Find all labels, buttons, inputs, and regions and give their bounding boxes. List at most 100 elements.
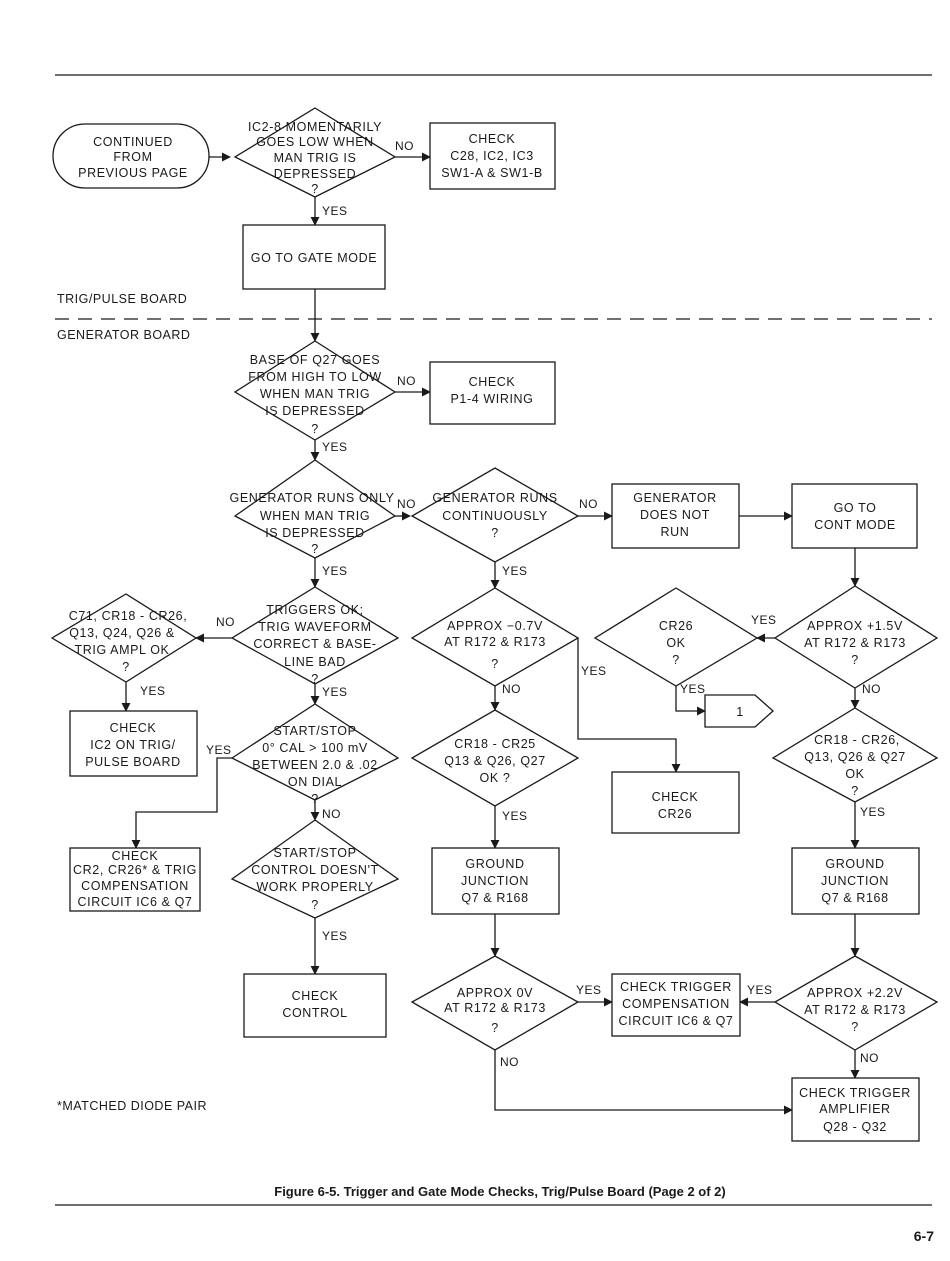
svg-text:CR2, CR26* & TRIG: CR2, CR26* & TRIG bbox=[73, 863, 197, 877]
svg-text:FROM HIGH TO LOW: FROM HIGH TO LOW bbox=[248, 370, 381, 384]
decision-approx-0v: APPROX 0V AT R172 & R173 ? bbox=[410, 955, 580, 1051]
decision-generator-runs-only: GENERATOR RUNS ONLY WHEN MAN TRIG IS DEP… bbox=[230, 459, 397, 559]
svg-text:?: ? bbox=[311, 898, 319, 912]
label-yes: YES bbox=[322, 564, 348, 578]
svg-text:AT R172 & R173: AT R172 & R173 bbox=[444, 1001, 546, 1015]
decision-start-stop-0-cal: START/STOP 0° CAL > 100 mV BETWEEN 2.0 &… bbox=[230, 703, 400, 806]
svg-text:Q7 & R168: Q7 & R168 bbox=[461, 891, 528, 905]
label-no: NO bbox=[397, 497, 416, 511]
box-check-p1-4-wiring: CHECK P1-4 WIRING bbox=[429, 361, 556, 425]
svg-text:CHECK: CHECK bbox=[469, 375, 516, 389]
box-go-to-cont-mode: GO TO CONT MODE bbox=[791, 483, 918, 549]
label-no: NO bbox=[579, 497, 598, 511]
svg-text:CHECK TRIGGER: CHECK TRIGGER bbox=[799, 1086, 911, 1100]
svg-text:C28, IC2, IC3: C28, IC2, IC3 bbox=[450, 149, 534, 163]
svg-text:TRIGGERS OK;: TRIGGERS OK; bbox=[266, 603, 364, 617]
svg-text:CR26: CR26 bbox=[658, 807, 692, 821]
svg-text:CORRECT & BASE-: CORRECT & BASE- bbox=[253, 637, 376, 651]
svg-text:CHECK: CHECK bbox=[110, 721, 157, 735]
svg-text:IC2 ON TRIG/: IC2 ON TRIG/ bbox=[90, 738, 175, 752]
label-no: NO bbox=[862, 682, 881, 696]
box-generator-does-not-run: GENERATOR DOES NOT RUN bbox=[611, 483, 740, 549]
label-no: NO bbox=[397, 374, 416, 388]
svg-text:APPROX −0.7V: APPROX −0.7V bbox=[447, 619, 543, 633]
svg-text:OK: OK bbox=[845, 767, 864, 781]
label-yes: YES bbox=[322, 204, 348, 218]
svg-text:COMPENSATION: COMPENSATION bbox=[622, 997, 730, 1011]
decision-approx-minus-0-7v: APPROX −0.7V AT R172 & R173 ? bbox=[410, 587, 580, 687]
label-no: NO bbox=[216, 615, 235, 629]
svg-text:?: ? bbox=[491, 526, 499, 540]
svg-text:Q13, Q24, Q26 &: Q13, Q24, Q26 & bbox=[69, 626, 175, 640]
svg-text:COMPENSATION: COMPENSATION bbox=[81, 879, 189, 893]
label-yes: YES bbox=[206, 743, 232, 757]
svg-text:WORK PROPERLY: WORK PROPERLY bbox=[256, 880, 373, 894]
svg-text:?: ? bbox=[311, 672, 319, 686]
svg-text:SW1-A & SW1-B: SW1-A & SW1-B bbox=[441, 166, 543, 180]
region-generator-board: GENERATOR BOARD bbox=[57, 328, 190, 342]
svg-text:GOES LOW WHEN: GOES LOW WHEN bbox=[256, 135, 374, 149]
label-yes: YES bbox=[502, 564, 528, 578]
box-check-cr2-cr26-trig-compensation: CHECK CR2, CR26* & TRIG COMPENSATION CIR… bbox=[69, 847, 201, 912]
svg-text:C71, CR18 - CR26,: C71, CR18 - CR26, bbox=[69, 609, 188, 623]
svg-text:CONT MODE: CONT MODE bbox=[814, 518, 896, 532]
svg-text:WHEN MAN TRIG: WHEN MAN TRIG bbox=[260, 387, 370, 401]
decision-generator-runs-continuously: GENERATOR RUNS CONTINUOUSLY ? bbox=[410, 467, 580, 563]
svg-text:GROUND: GROUND bbox=[825, 857, 884, 871]
svg-text:APPROX +2.2V: APPROX +2.2V bbox=[807, 986, 903, 1000]
svg-text:GO TO: GO TO bbox=[834, 501, 877, 515]
decision-cr18-cr25-q13: CR18 - CR25 Q13 & Q26, Q27 OK ? bbox=[410, 709, 580, 807]
decision-cr18-cr26-q13-q26-q27: CR18 - CR26, Q13, Q26 & Q27 OK ? bbox=[771, 707, 939, 803]
svg-text:?: ? bbox=[851, 784, 859, 798]
svg-text:P1-4 WIRING: P1-4 WIRING bbox=[451, 392, 534, 406]
svg-text:Q13 & Q26, Q27: Q13 & Q26, Q27 bbox=[444, 754, 546, 768]
box-go-to-gate-mode: GO TO GATE MODE bbox=[242, 224, 386, 290]
svg-text:CR18 - CR25: CR18 - CR25 bbox=[454, 737, 536, 751]
label-yes: YES bbox=[322, 685, 348, 699]
svg-text:CR26: CR26 bbox=[659, 619, 693, 633]
svg-text:GO TO GATE MODE: GO TO GATE MODE bbox=[251, 251, 377, 265]
svg-text:GENERATOR RUNS ONLY: GENERATOR RUNS ONLY bbox=[230, 491, 395, 505]
label-no: NO bbox=[500, 1055, 519, 1069]
svg-text:AT R172 & R173: AT R172 & R173 bbox=[804, 636, 906, 650]
label-no: NO bbox=[395, 139, 414, 153]
svg-text:IS DEPRESSED: IS DEPRESSED bbox=[265, 526, 365, 540]
svg-text:IS DEPRESSED: IS DEPRESSED bbox=[265, 404, 365, 418]
decision-approx-plus-2-2v: APPROX +2.2V AT R172 & R173 ? bbox=[773, 955, 939, 1051]
figure-caption: Figure 6-5. Trigger and Gate Mode Checks… bbox=[274, 1184, 726, 1199]
svg-text:AT R172 & R173: AT R172 & R173 bbox=[804, 1003, 906, 1017]
svg-text:JUNCTION: JUNCTION bbox=[461, 874, 529, 888]
svg-text:CHECK: CHECK bbox=[292, 989, 339, 1003]
svg-text:Q13, Q26 & Q27: Q13, Q26 & Q27 bbox=[804, 750, 906, 764]
decision-cr26-ok: CR26 OK ? bbox=[593, 587, 759, 687]
label-yes: YES bbox=[576, 983, 602, 997]
box-check-c28-ic2-ic3: CHECK C28, IC2, IC3 SW1-A & SW1-B bbox=[429, 122, 556, 190]
svg-text:?: ? bbox=[311, 542, 319, 556]
svg-text:FROM: FROM bbox=[113, 150, 152, 164]
footnote: *MATCHED DIODE PAIR bbox=[57, 1099, 207, 1113]
label-yes: YES bbox=[747, 983, 773, 997]
svg-text:OK: OK bbox=[666, 636, 685, 650]
svg-text:?: ? bbox=[122, 660, 130, 674]
svg-text:ON DIAL: ON DIAL bbox=[288, 775, 342, 789]
svg-text:?: ? bbox=[851, 653, 859, 667]
decision-triggers-ok: TRIGGERS OK; TRIG WAVEFORM CORRECT & BAS… bbox=[230, 586, 400, 686]
svg-text:WHEN MAN TRIG: WHEN MAN TRIG bbox=[260, 509, 370, 523]
svg-text:?: ? bbox=[851, 1020, 859, 1034]
label-no: NO bbox=[502, 682, 521, 696]
svg-text:0° CAL > 100 mV: 0° CAL > 100 mV bbox=[262, 741, 368, 755]
svg-text:AMPLIFIER: AMPLIFIER bbox=[819, 1102, 890, 1116]
svg-text:CHECK TRIGGER: CHECK TRIGGER bbox=[620, 980, 732, 994]
svg-text:CONTROL DOESN'T: CONTROL DOESN'T bbox=[251, 863, 379, 877]
svg-text:JUNCTION: JUNCTION bbox=[821, 874, 889, 888]
svg-text:Q7 & R168: Q7 & R168 bbox=[821, 891, 888, 905]
svg-text:START/STOP: START/STOP bbox=[273, 724, 356, 738]
label-no: NO bbox=[860, 1051, 879, 1065]
svg-text:?: ? bbox=[491, 1021, 499, 1035]
label-yes: YES bbox=[581, 664, 607, 678]
svg-text:CHECK: CHECK bbox=[469, 132, 516, 146]
region-trig-pulse-board: TRIG/PULSE BOARD bbox=[57, 292, 187, 306]
box-ground-junction-right: GROUND JUNCTION Q7 & R168 bbox=[791, 847, 920, 915]
svg-text:APPROX 0V: APPROX 0V bbox=[457, 986, 533, 1000]
